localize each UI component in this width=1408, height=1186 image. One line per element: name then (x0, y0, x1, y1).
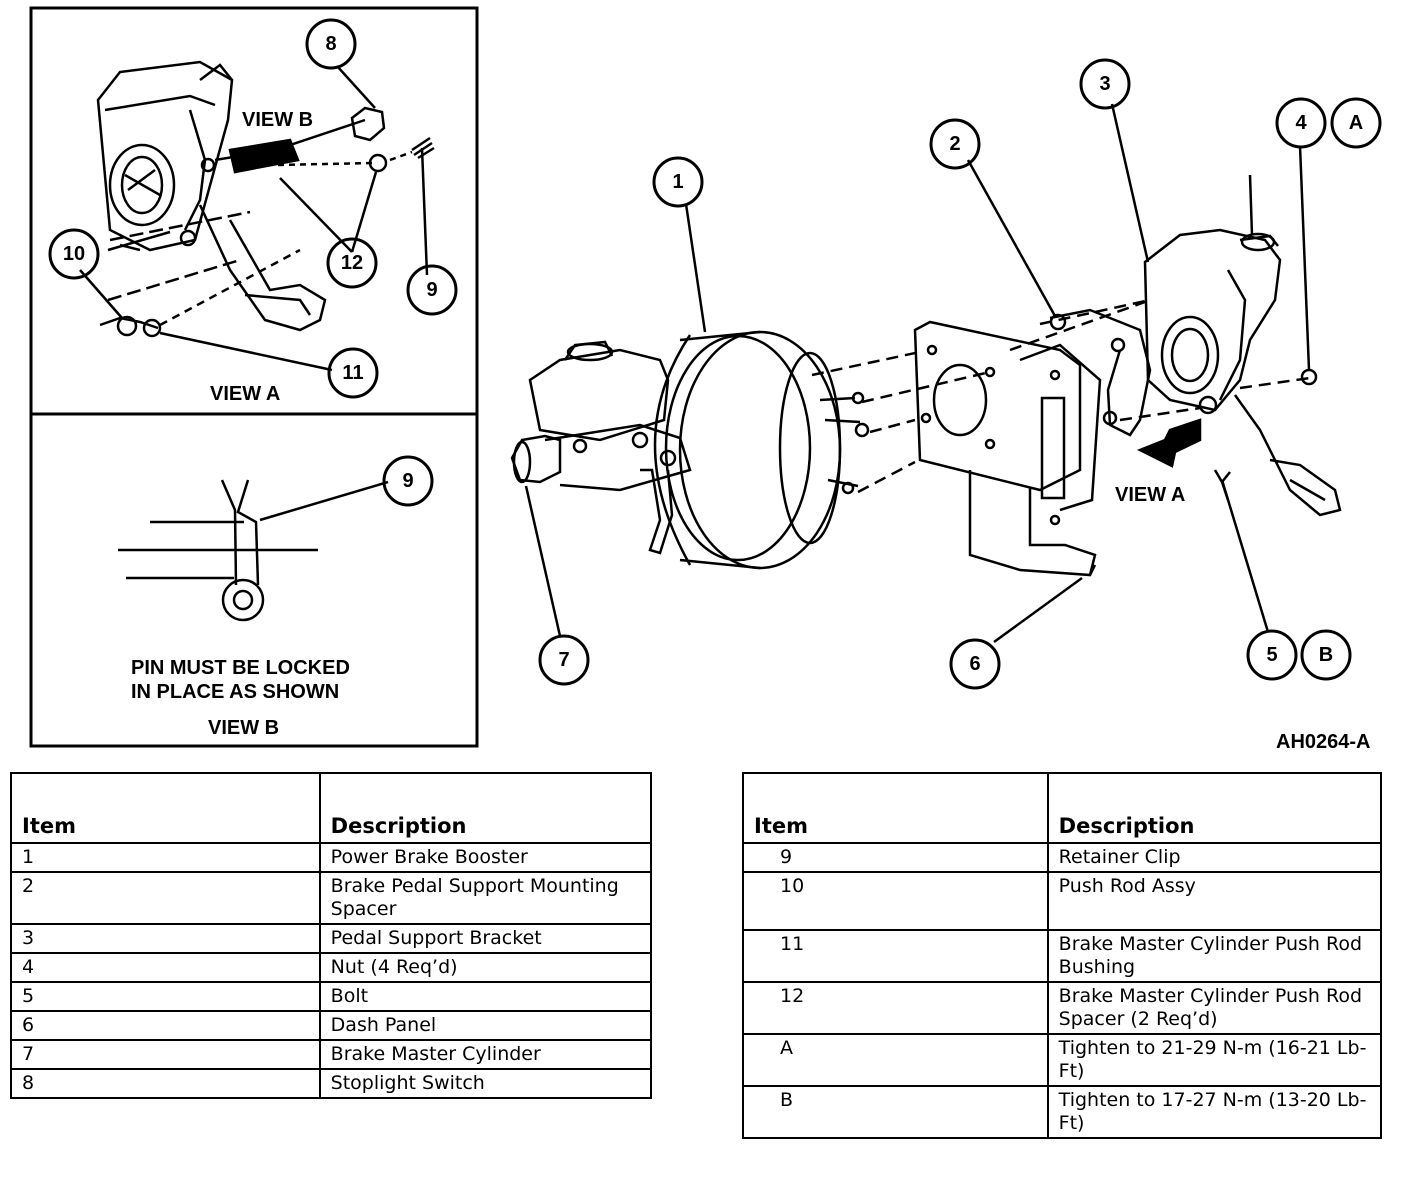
callout-circles (48, 18, 1382, 690)
item-number: 1 (10, 842, 321, 873)
item-description: Nut (4 Req’d) (318, 952, 653, 983)
callout-inset-10: 10 (63, 243, 85, 265)
item-number: 10 (742, 871, 1049, 931)
item-description: Brake Master Cylinder Push Rod Bushing (1046, 929, 1383, 983)
callout-7: 7 (558, 649, 569, 671)
callout-circle-viewb-9 (382, 455, 434, 507)
callout-b: B (1319, 644, 1333, 666)
column-header-description: Description (1046, 772, 1383, 844)
view-a-arrow (1136, 418, 1202, 468)
callout-inset-12: 12 (341, 252, 363, 274)
item-description: Bolt (318, 981, 653, 1012)
callout-2: 2 (949, 133, 960, 155)
column-header-item: Item (742, 772, 1049, 844)
view-b-clip-drawing (118, 479, 389, 622)
item-description: Power Brake Booster (318, 842, 653, 873)
callout-circle-inset-10 (48, 228, 100, 280)
pin-note-line-1: PIN MUST BE LOCKED (131, 657, 350, 679)
booster-drawing (653, 330, 870, 570)
item-number: 11 (742, 929, 1049, 983)
item-number: 5 (10, 981, 321, 1012)
callout-circle-6 (949, 638, 1001, 690)
callout-circle-inset-12 (326, 237, 378, 289)
item-description: Tighten to 17-27 N-m (13-20 Lb-Ft) (1046, 1085, 1383, 1139)
item-description: Brake Master Cylinder (318, 1039, 653, 1070)
column-header-item: Item (10, 772, 321, 844)
callout-circle-3 (1079, 58, 1131, 110)
callout-4: 4 (1295, 112, 1307, 134)
callout-circle-4 (1275, 97, 1327, 149)
item-description: Retainer Clip (1046, 842, 1383, 873)
callout-a: A (1349, 112, 1363, 134)
callout-circle-b (1300, 629, 1352, 681)
item-number: B (742, 1085, 1049, 1139)
callout-circle-2 (929, 118, 981, 170)
callout-circle-a (1330, 97, 1382, 149)
inset-view-a-caption: VIEW A (210, 383, 280, 405)
callout-circle-1 (652, 156, 704, 208)
callout-1: 1 (672, 171, 683, 193)
pedal-support-drawing (1049, 174, 1342, 517)
figure-id: AH0264-A (1276, 731, 1370, 753)
callout-viewb-9: 9 (402, 470, 413, 492)
callout-inset-11: 11 (342, 362, 363, 384)
item-description: Brake Pedal Support Mounting Spacer (318, 871, 653, 925)
callout-inset-8: 8 (325, 33, 336, 55)
item-number: 8 (10, 1068, 321, 1099)
dash-panel-drawing (913, 320, 1102, 577)
item-number: 2 (10, 871, 321, 925)
item-description: Brake Master Cylinder Push Rod Spacer (2… (1046, 981, 1383, 1035)
callout-6: 6 (969, 653, 980, 675)
item-description: Pedal Support Bracket (318, 923, 653, 954)
item-number: 3 (10, 923, 321, 954)
item-description: Push Rod Assy (1046, 871, 1383, 931)
column-header-description: Description (318, 772, 653, 844)
item-description: Tighten to 21-29 N-m (16-21 Lb-Ft) (1046, 1033, 1383, 1087)
callout-inset-9: 9 (426, 279, 437, 301)
pin-note-line-2: IN PLACE AS SHOWN (131, 681, 339, 703)
item-number: 4 (10, 952, 321, 983)
main-view-a-arrow-label: VIEW A (1115, 484, 1185, 506)
callout-circle-inset-11 (327, 347, 379, 399)
view-a-pedal-drawing (96, 60, 435, 338)
item-number: 12 (742, 981, 1049, 1035)
callout-3: 3 (1099, 73, 1110, 95)
inset-frame (29, 6, 479, 748)
callout-circle-7 (538, 634, 590, 686)
inset-view-b-arrow-label: VIEW B (242, 109, 313, 131)
item-number: 6 (10, 1010, 321, 1041)
exploded-assembly-figure: 1 2 3 4 A 5 B 6 7 8 9 10 11 12 9 VIEW B … (29, 6, 1382, 753)
view-b-caption: VIEW B (208, 717, 279, 739)
master-cylinder-drawing (510, 340, 692, 555)
callout-circle-inset-9 (406, 264, 458, 316)
item-number: A (742, 1033, 1049, 1087)
item-number: 7 (10, 1039, 321, 1070)
item-number: 9 (742, 842, 1049, 873)
callout-5: 5 (1266, 644, 1277, 666)
item-description: Stoplight Switch (318, 1068, 653, 1099)
callout-circle-5 (1246, 629, 1298, 681)
callout-circle-inset-8 (305, 18, 357, 70)
item-description: Dash Panel (318, 1010, 653, 1041)
